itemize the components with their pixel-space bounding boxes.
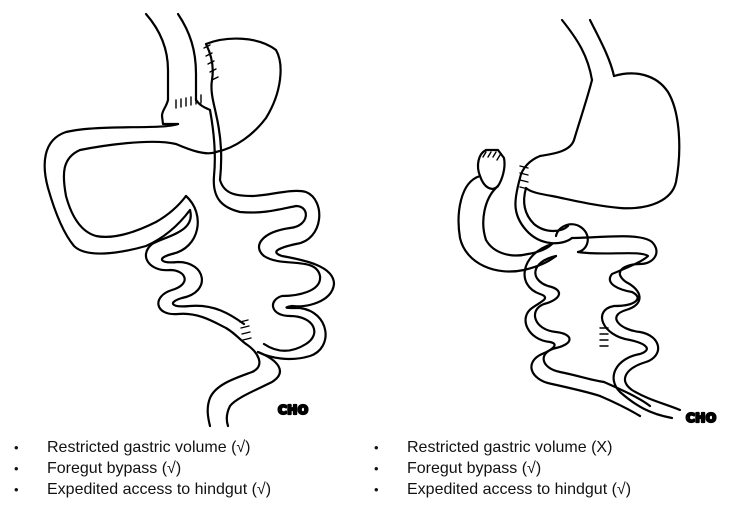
left-remnant-stomach <box>204 37 282 154</box>
left-anastomosis-staples <box>175 94 202 109</box>
list-item-text: Foregut bypass (√) <box>47 460 182 477</box>
right-bypass-illustration <box>457 18 682 420</box>
bullet-icon: • <box>374 440 379 455</box>
list-item: • Restricted gastric volume (√) <box>12 437 271 458</box>
right-small-bowel <box>570 235 682 420</box>
list-item-text: Restricted gastric volume (X) <box>407 439 613 456</box>
left-small-bowel <box>144 194 248 346</box>
surgical-diagram: CHO CHO <box>43 12 717 428</box>
right-stump-staples <box>482 151 501 161</box>
list-item: • Restricted gastric volume (X) <box>372 437 631 458</box>
right-roux-limb <box>514 176 574 245</box>
left-roux-limb <box>208 108 321 246</box>
list-item-text: Restricted gastric volume (√) <box>47 439 251 456</box>
bullet-icon: • <box>374 482 379 497</box>
left-mid-bowel <box>256 226 336 361</box>
right-common-channel <box>598 380 652 418</box>
left-artist-signature: CHO <box>278 403 309 417</box>
left-esophagus <box>144 12 198 102</box>
right-esophagus <box>560 18 616 82</box>
list-item: • Foregut bypass (√) <box>12 458 271 479</box>
right-stomach <box>518 72 681 210</box>
left-common-channel <box>206 342 281 428</box>
left-biliopancreatic-limb <box>43 122 218 255</box>
right-duodenal-stump <box>476 148 506 190</box>
right-artist-signature: CHO <box>686 411 717 425</box>
bullet-icon: • <box>14 482 19 497</box>
list-item: • Expedited access to hindgut (√) <box>12 479 271 500</box>
bullet-icon: • <box>14 461 19 476</box>
bullet-icon: • <box>374 461 379 476</box>
right-outcome-list: • Restricted gastric volume (X) • Foregu… <box>372 437 631 500</box>
right-left-coils <box>523 242 606 398</box>
list-item: • Expedited access to hindgut (√) <box>372 479 631 500</box>
list-item-text: Expedited access to hindgut (√) <box>47 481 272 498</box>
left-remnant-staples <box>203 44 219 81</box>
list-item-text: Foregut bypass (√) <box>407 460 542 477</box>
bullet-icon: • <box>14 440 19 455</box>
list-item: • Foregut bypass (√) <box>372 458 631 479</box>
left-bypass-illustration <box>43 12 336 428</box>
left-jejunojejunostomy <box>239 319 252 341</box>
left-outcome-list: • Restricted gastric volume (√) • Foregu… <box>12 437 271 500</box>
right-antrum-staples <box>519 165 529 190</box>
list-item-text: Expedited access to hindgut (√) <box>407 481 632 498</box>
left-gastric-pouch <box>160 98 212 126</box>
right-biliopancreatic-limb <box>457 174 558 273</box>
right-jejunojejunostomy <box>599 327 609 347</box>
right-small-loop <box>554 223 589 254</box>
